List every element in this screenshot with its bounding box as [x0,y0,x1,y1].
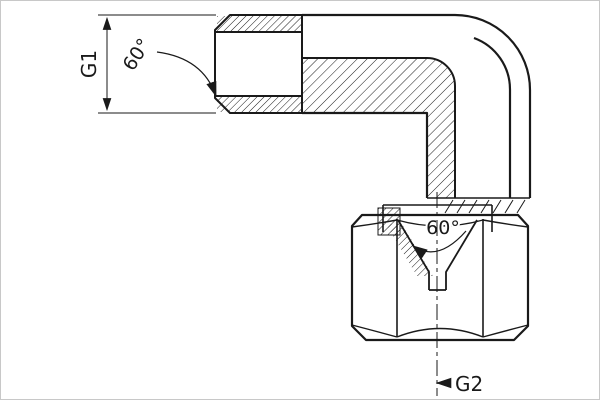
elbow-body [302,13,532,198]
angle-bottom-leader-arrow [411,230,467,259]
body-outline [302,13,532,198]
angle-60-bottom: 60° [411,215,467,259]
nut-chamfer-arcs [351,219,529,338]
male-stud [214,14,303,114]
cone-section-hatch [386,224,433,276]
swivel-nut [350,213,530,342]
g2-label: G2 [455,372,483,396]
thread-hatch-top [217,16,301,31]
g1-dimension: G1 [75,14,216,114]
body-section-hatch [302,58,455,198]
cone-seat [386,219,478,291]
g1-label: G1 [77,50,101,78]
g1-extension-lines [98,14,216,114]
thread-hatch-bottom [217,97,301,112]
nipple-thread-ticks [444,199,526,214]
angle-top-leader-arrow [156,51,217,98]
angle-bottom-label: 60° [426,217,460,239]
bore-line [302,57,456,198]
male-thread-outline [214,14,303,114]
nut-outline [350,213,530,342]
g2-dimension: G2 [435,370,485,398]
